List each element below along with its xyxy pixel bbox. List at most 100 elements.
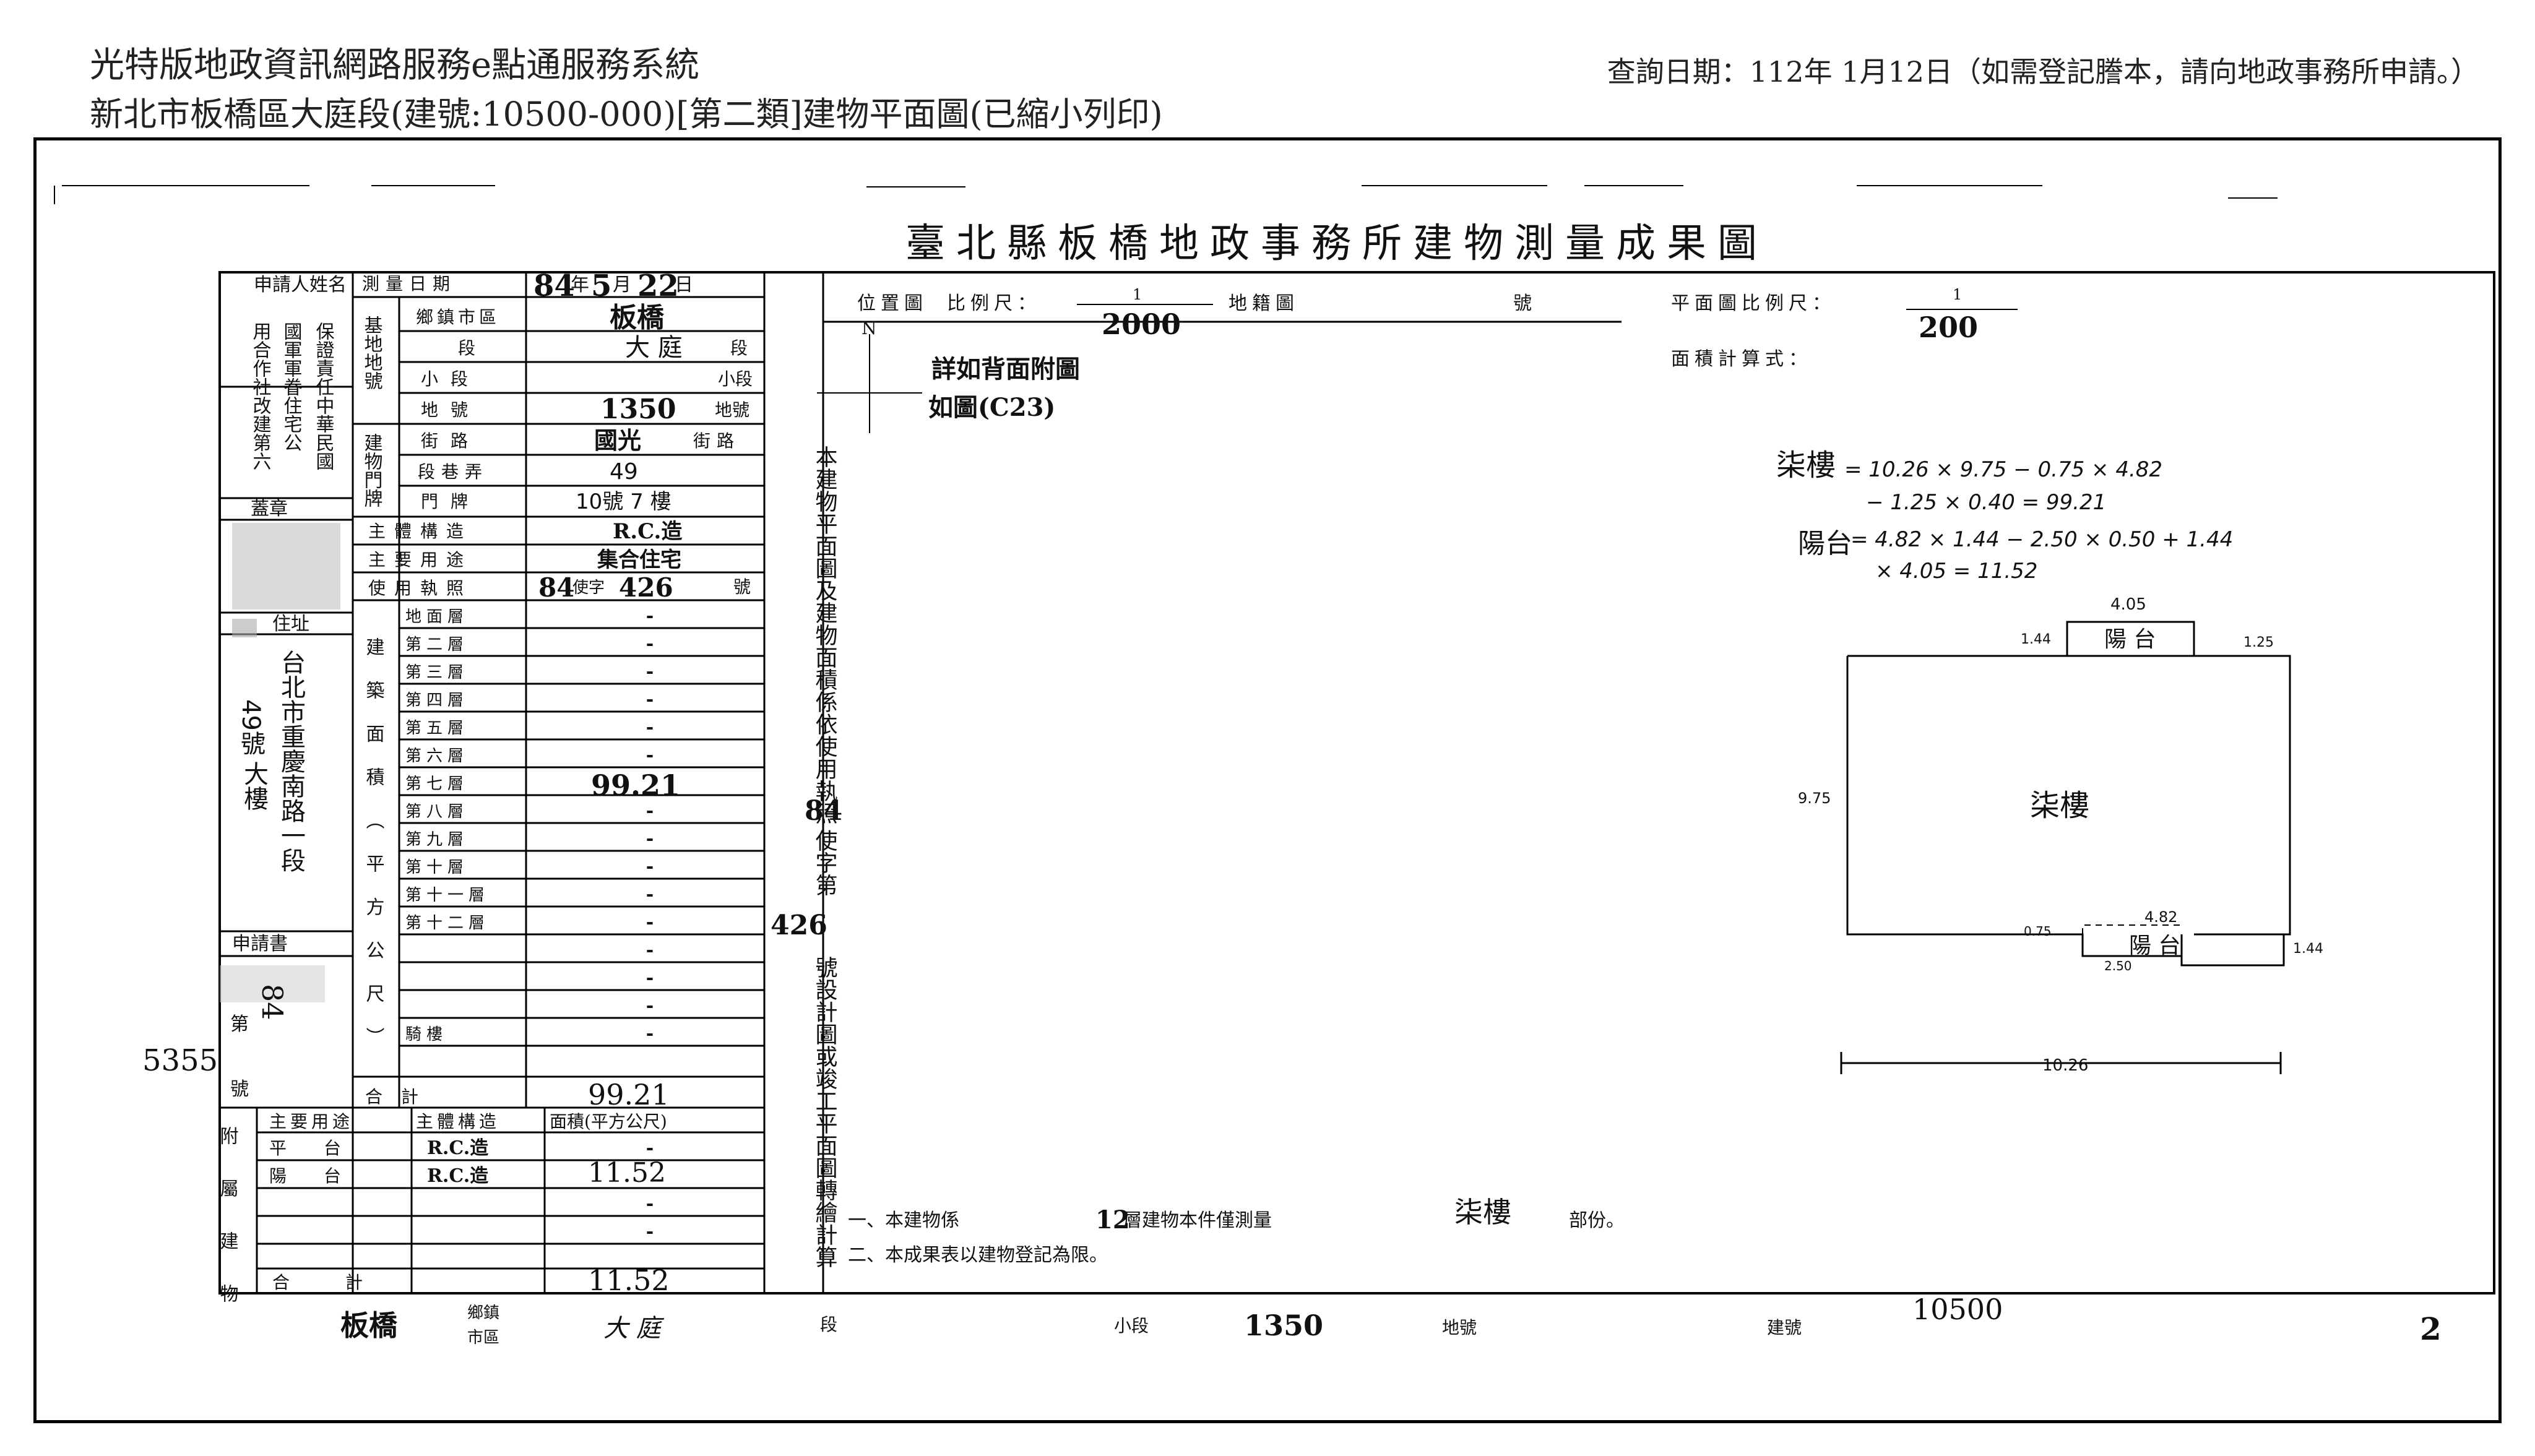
land-label: 基地地號 (361, 316, 383, 390)
calc-line1: = 10.26 × 9.75 − 0.75 × 4.82 (1844, 457, 2162, 482)
floor-name: 第十二層 (405, 914, 490, 933)
attached-label: 附屬建物 (217, 1126, 239, 1337)
floor-area-value: - (646, 800, 654, 822)
floor-area-value: - (646, 856, 654, 877)
floor-area-value: - (646, 967, 654, 989)
balcony-top-label: 陽 台 (2104, 627, 2156, 652)
survey-ri: 日 (675, 274, 693, 296)
footer-township-label1: 鄉鎮 (467, 1304, 499, 1322)
area-calc-label: 面積計算式： (1671, 348, 1812, 370)
floor-area-value: - (646, 1023, 654, 1045)
footer-subsection-label: 小段 (1114, 1316, 1149, 1336)
usage-label: 主要用途 (368, 549, 472, 570)
floor-area-value: - (646, 884, 654, 905)
note1-suffix: 部份。 (1569, 1210, 1625, 1231)
lot-label-right: 地號 (715, 400, 749, 420)
system-title: 光特版地政資訊網路服務e點通服務系統 (90, 45, 700, 85)
query-date: 查詢日期：112年 1月12日（如需登記謄本，請向地政事務所申請。） (1607, 55, 2479, 88)
floor-name: 第十層 (405, 858, 469, 877)
floor-area-value: 99.21 (591, 769, 680, 802)
note1-floor: 柒樓 (1454, 1195, 1511, 1229)
application-year: 84 (256, 984, 289, 1020)
floor-area-value: - (646, 828, 654, 850)
street-label-right: 街路 (693, 431, 740, 451)
attached-total-label: 合計 (272, 1272, 418, 1293)
dim-top: 4.05 (2110, 595, 2146, 614)
dim-975: 9.75 (1798, 790, 1831, 807)
note1-middle: 層建物本件僅測量 (1123, 1210, 1272, 1231)
official-seal (232, 523, 340, 610)
license-year: 84 (538, 572, 574, 603)
calc-line2: − 1.25 × 0.40 = 99.21 (1866, 490, 2106, 515)
note1-floors: 12 (1095, 1205, 1130, 1234)
subsection-label-right: 小段 (718, 369, 753, 389)
vertical-note: 本建物平面圖及建物面積係依使用執照 (812, 446, 838, 824)
room-label: 柒樓 (2030, 788, 2089, 823)
license-hao: 號 (733, 577, 751, 597)
survey-date-label: 測量日期 (362, 274, 456, 294)
floor-area-value: - (646, 939, 654, 961)
floor-area-value: - (646, 911, 654, 933)
dim-250: 2.50 (2104, 958, 2132, 973)
applicant-name-col1: 保證責任中華民國 (313, 322, 335, 470)
dim-125: 1.25 (2243, 635, 2274, 650)
cadastral-hao: 號 (1513, 293, 1532, 314)
structure-value: R.C.造 (613, 519, 682, 544)
location-scale: 2000 (1102, 308, 1181, 341)
floor-name: 第四層 (405, 691, 469, 710)
document-subtitle: 新北市板橋區大庭段(建號:10500-000)[第二類]建物平面圖(已縮小列印) (90, 95, 1163, 134)
floor-name: 第二層 (405, 635, 469, 654)
north-label: N (862, 318, 877, 338)
scale-one: 1 (1133, 286, 1142, 303)
lane-value: 49 (610, 459, 638, 485)
address-col2: 大樓 (240, 761, 268, 811)
floor-name: 地面層 (405, 608, 469, 626)
dim-1026: 10.26 (2042, 1056, 2088, 1075)
section-label-left: 段 (458, 338, 475, 358)
page-number: 2 (2420, 1311, 2442, 1347)
applicant-name-col3: 用合作社改建第六 (249, 322, 272, 470)
application-word: 第 (230, 1014, 249, 1035)
survey-yue: 月 (613, 274, 631, 296)
floor-name: 第七層 (405, 775, 469, 793)
floor-area-value: - (646, 633, 654, 655)
dim-144-top: 1.44 (2021, 632, 2051, 647)
lot-label-left: 地號 (421, 400, 480, 420)
plan-scale-one: 1 (1953, 286, 1962, 303)
address-label: 住址 (272, 613, 309, 635)
floor-name: 第三層 (405, 663, 469, 682)
calc-line4: × 4.05 = 11.52 (1875, 559, 2037, 584)
survey-month: 5 (591, 269, 611, 303)
applicant-label: 申請人姓名 (254, 274, 347, 296)
subsection-label-left: 小段 (421, 369, 480, 389)
scale-label: 比例尺： (947, 293, 1041, 314)
floor-area-value: - (646, 995, 654, 1017)
address-col1: 台北市重慶南路一段 (277, 650, 305, 872)
vertical-note2: 號設計圖或竣工平面圖轉繪計算 (812, 956, 837, 1268)
door-no-value: 10號 7 樓 (576, 489, 672, 514)
vertical-year: 84 (805, 795, 842, 827)
footer-build-label: 建號 (1767, 1317, 1802, 1338)
attached-area: - (646, 1137, 654, 1159)
lot-value: 1350 (600, 394, 676, 425)
plan-title: 臺北縣板橋地政事務所建物測量成果圖 (905, 221, 1768, 267)
dim-075: 0.75 (2024, 924, 2052, 939)
total-label: 合計 (365, 1087, 437, 1107)
location-note1: 詳如背面附圖 (931, 355, 1080, 384)
vertical-number: 426 (771, 910, 827, 941)
door-no-label: 門牌 (421, 491, 480, 512)
attached-structure: R.C.造 (427, 1137, 488, 1159)
floor-area-value: - (646, 605, 654, 627)
note2: 二、本成果表以建物登記為限。 (848, 1244, 1108, 1266)
floor-name: 第八層 (405, 803, 469, 821)
location-note2: 如圖(C23) (928, 393, 1055, 422)
application-number: 5355 (142, 1043, 218, 1078)
address-col3: 49號 (236, 699, 265, 756)
application-label: 申請書 (232, 933, 288, 955)
footer-build-no: 10500 (1912, 1293, 2003, 1326)
vertical-word: 使字第 (812, 829, 838, 896)
floor-area-value: - (646, 744, 654, 766)
license-label: 使用執照 (368, 578, 472, 598)
attached-header-use: 主要用途 (269, 1111, 353, 1132)
dim-482: 4.82 (2144, 908, 2177, 926)
